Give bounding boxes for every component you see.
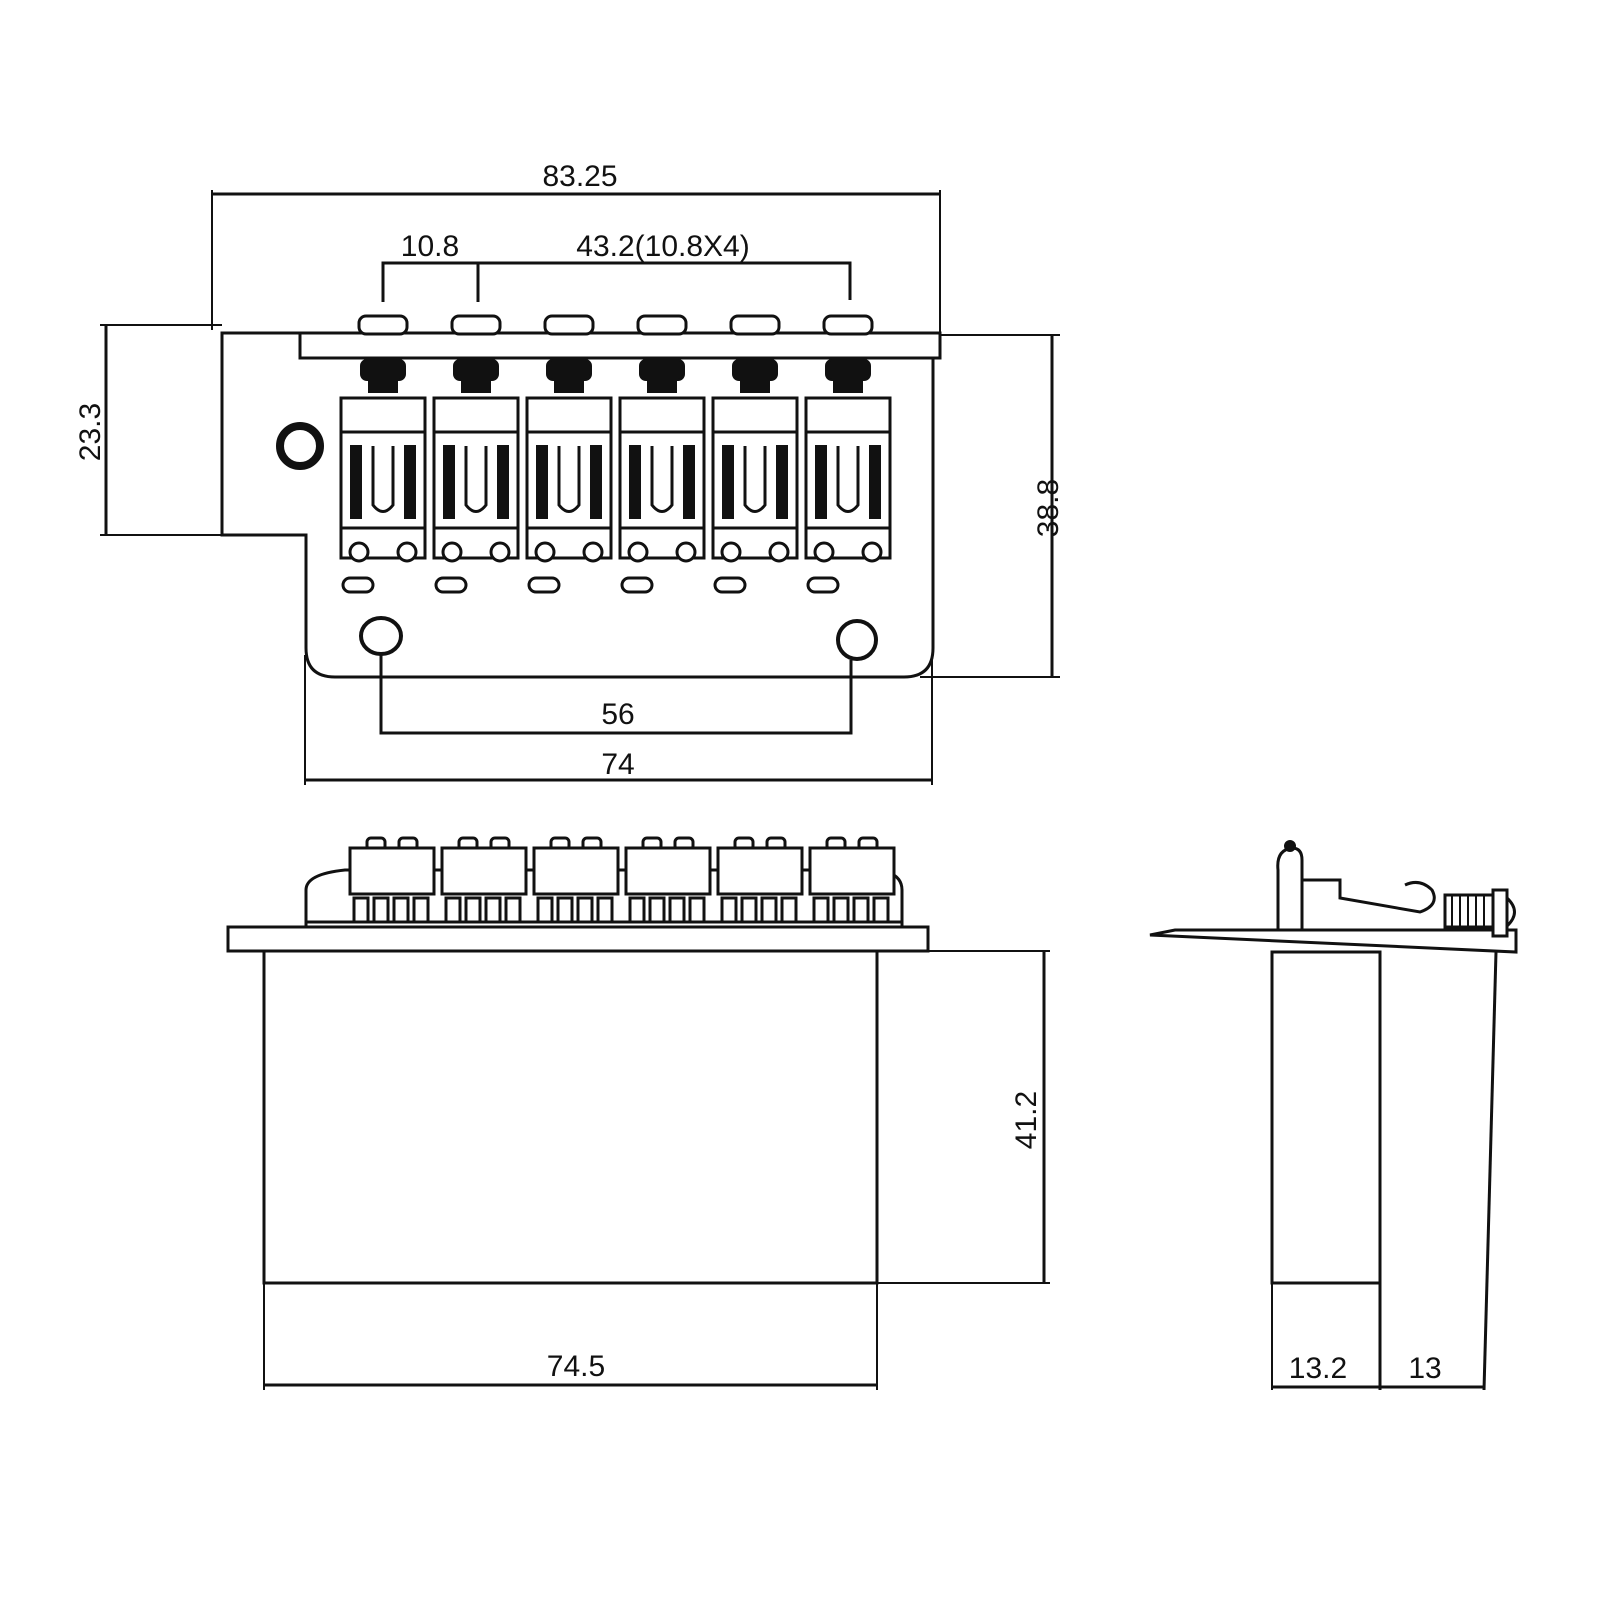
side-height-screw-icon [1284,840,1296,852]
front-base-plate [226,925,930,953]
saddle-screw-icon [861,541,883,563]
top-saddles [339,314,892,594]
top-saddle [804,314,892,594]
label-side-width-a: 13.2 [1289,1352,1347,1385]
label-saddle-spacing: 43.2(10.8X4) [576,230,749,263]
saddle-screw-icon [675,541,697,563]
saddle-screw-icon [768,541,790,563]
side-base-plate [1149,928,1518,954]
saddle-screw-icon [813,541,835,563]
top-saddle [525,314,613,594]
label-overall-width: 83.25 [542,160,617,193]
saddle-screw-icon [489,541,511,563]
front-saddle [716,836,804,924]
top-saddle [711,314,799,594]
front-saddle [624,836,712,924]
side-intonation-spring-icon [1443,893,1495,929]
screw-hole-right-icon [836,619,878,661]
side-saddle-bracket [1276,846,1304,930]
pivot-hole-icon [276,422,324,470]
top-saddle [432,314,520,594]
saddle-screw-icon [534,541,556,563]
saddle-screw-icon [582,541,604,563]
label-block-width: 74.5 [547,1350,605,1383]
label-side-width-b: 13 [1408,1352,1441,1385]
front-saddle [808,836,896,924]
label-left-height: 23.3 [74,403,107,461]
saddle-screw-icon [348,541,370,563]
saddle-screw-icon [396,541,418,563]
front-saddle [532,836,620,924]
top-view [100,190,1060,785]
saddle-rail [298,331,942,360]
side-spring-arm [1302,878,1436,914]
dim-line-hole-spacing [379,650,853,735]
front-view [226,836,1050,1390]
side-end-wall [1491,888,1509,938]
dim-line-first-spacing [381,261,480,302]
top-saddle [339,314,427,594]
label-hole-spacing: 56 [601,698,634,731]
dim-line-saddle-spacing [478,261,852,300]
tremolo-block [262,949,879,1285]
saddle-screw-icon [441,541,463,563]
front-saddle [440,836,528,924]
side-view [1149,840,1518,1391]
front-saddles [306,836,902,924]
label-block-height: 41.2 [1010,1091,1043,1149]
screw-hole-left-icon [359,616,403,656]
side-block-rear-edge [1482,951,1498,1391]
saddle-screw-icon [627,541,649,563]
label-first-spacing: 10.8 [401,230,459,263]
label-plate-width: 74 [601,748,634,781]
top-saddle [618,314,706,594]
side-block-front [1270,950,1382,1285]
saddle-screw-icon [720,541,742,563]
label-plate-height: 38.8 [1032,479,1065,537]
